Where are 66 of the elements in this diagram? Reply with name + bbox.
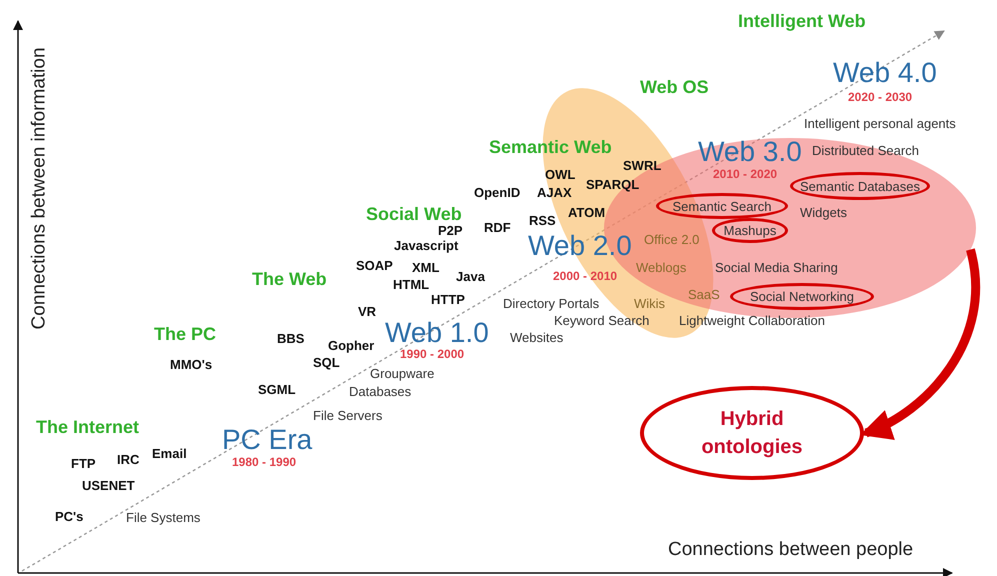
application-term: Widgets <box>800 206 847 220</box>
era-heading: Web OS <box>640 78 709 98</box>
application-term: Groupware <box>370 367 434 382</box>
technology-term: HTTP <box>431 293 465 308</box>
application-term: File Servers <box>313 409 382 424</box>
application-term: Directory Portals <box>503 297 600 312</box>
application-term: File Systems <box>126 511 200 526</box>
technology-term: Gopher <box>328 339 374 354</box>
technology-term: MMO's <box>170 358 212 372</box>
version-title: Web 2.0 <box>528 231 632 262</box>
application-term: Intelligent personal agents <box>804 117 956 132</box>
technology-term: SPARQL <box>586 178 640 192</box>
application-term: Distributed Search <box>812 144 919 158</box>
circled-term: Semantic Search <box>656 193 788 219</box>
technology-term: ATOM <box>568 206 606 220</box>
technology-term: SWRL <box>623 159 662 174</box>
application-term: Lightweight Collaboration <box>679 314 825 328</box>
application-term: SaaS <box>688 288 720 302</box>
application-term: Social Media Sharing <box>715 261 838 276</box>
technology-term: IRC <box>117 453 140 468</box>
technology-term: HTML <box>393 278 430 292</box>
technology-term: VR <box>358 305 376 320</box>
technology-term: SQL <box>313 356 340 370</box>
technology-term: Email <box>152 447 187 462</box>
axis-label: Connections between information <box>30 46 50 332</box>
era-heading: The PC <box>154 325 216 345</box>
version-title: PC Era <box>222 425 312 456</box>
technology-term: Javascript <box>394 239 458 254</box>
application-term: Weblogs <box>636 261 686 276</box>
era-heading: Intelligent Web <box>738 12 866 32</box>
technology-term: Java <box>456 270 485 284</box>
technology-term: OpenID <box>474 186 520 200</box>
application-term: Wikis <box>634 297 666 312</box>
circled-term: Social Networking <box>730 283 874 310</box>
version-title: Web 1.0 <box>385 318 489 349</box>
technology-term: XML <box>412 261 440 276</box>
technology-term: P2P <box>438 224 463 238</box>
axis-label: Connections between people <box>668 540 914 561</box>
era-heading: The Web <box>252 270 327 290</box>
technology-term: USENET <box>82 479 135 494</box>
technology-term: RDF <box>484 221 511 236</box>
application-term: Keyword Search <box>554 314 650 328</box>
version-title: Web 4.0 <box>833 58 937 89</box>
year-range: 2010 - 2020 <box>713 168 778 182</box>
technology-term: SOAP <box>356 259 393 274</box>
circled-term: Mashups <box>712 218 788 243</box>
era-heading: Social Web <box>366 205 462 225</box>
technology-term: BBS <box>277 332 304 346</box>
application-term: Office 2.0 <box>644 233 700 248</box>
circled-term: Semantic Databases <box>790 172 930 200</box>
highlighted-ellipse: Hybrid ontologies <box>640 386 864 480</box>
era-heading: Semantic Web <box>489 138 612 158</box>
technology-term: RSS <box>529 214 556 228</box>
year-range: 1980 - 1990 <box>232 456 296 470</box>
year-range: 2000 - 2010 <box>553 270 618 284</box>
year-range: 2020 - 2030 <box>848 91 912 104</box>
application-term: Databases <box>349 385 412 400</box>
technology-term: PC's <box>55 510 84 524</box>
version-title: Web 3.0 <box>698 137 802 168</box>
technology-term: OWL <box>545 168 576 182</box>
technology-term: AJAX <box>537 186 572 200</box>
technology-term: SGML <box>258 383 296 398</box>
era-heading: The Internet <box>36 418 140 438</box>
application-term: Websites <box>510 331 564 346</box>
technology-term: FTP <box>71 457 96 472</box>
year-range: 1990 - 2000 <box>400 348 464 362</box>
